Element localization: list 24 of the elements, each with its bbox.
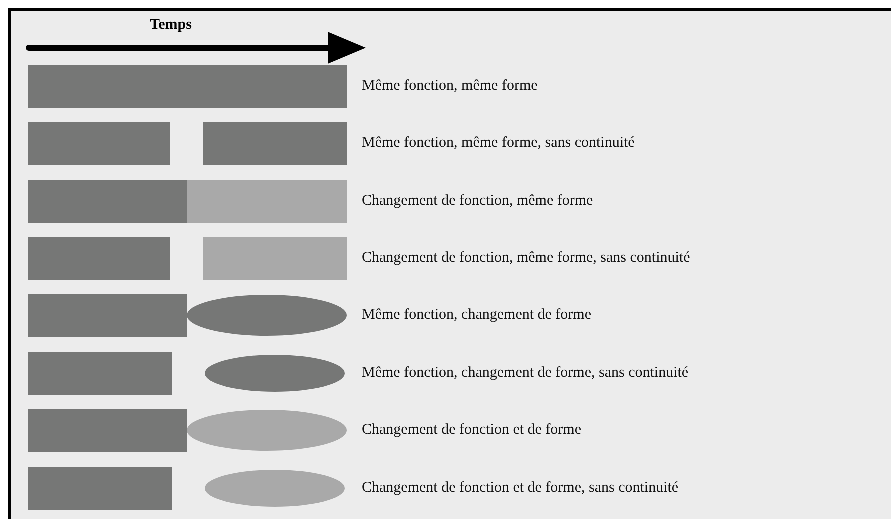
row-description: Changement de fonction et de forme, sans continuité xyxy=(362,481,679,496)
bar-block xyxy=(28,467,172,510)
row-description: Même fonction, même forme, sans continuité xyxy=(362,136,635,151)
bar-block xyxy=(28,352,172,395)
bar-block xyxy=(28,237,170,280)
bar-block xyxy=(203,122,347,165)
bar-block xyxy=(28,122,170,165)
row-description: Changement de fonction, même forme xyxy=(362,194,594,209)
ellipse-shape xyxy=(205,470,345,507)
row-description: Même fonction, même forme xyxy=(362,79,538,94)
ellipse-shape xyxy=(187,295,347,336)
row-description: Changement de fonction, même forme, sans continuité xyxy=(362,251,690,266)
ellipse-shape xyxy=(187,410,347,451)
time-label: Temps xyxy=(150,18,192,33)
ellipse-shape xyxy=(205,355,345,392)
bar-block xyxy=(28,65,347,108)
bar-block xyxy=(28,180,187,223)
bar-block xyxy=(203,237,347,280)
row-description: Même fonction, changement de forme, sans continuité xyxy=(362,366,689,381)
row-description: Même fonction, changement de forme xyxy=(362,308,592,323)
bar-block xyxy=(28,409,187,452)
bar-block xyxy=(187,180,347,223)
row-description: Changement de fonction et de forme xyxy=(362,423,582,438)
bar-block xyxy=(28,294,187,337)
